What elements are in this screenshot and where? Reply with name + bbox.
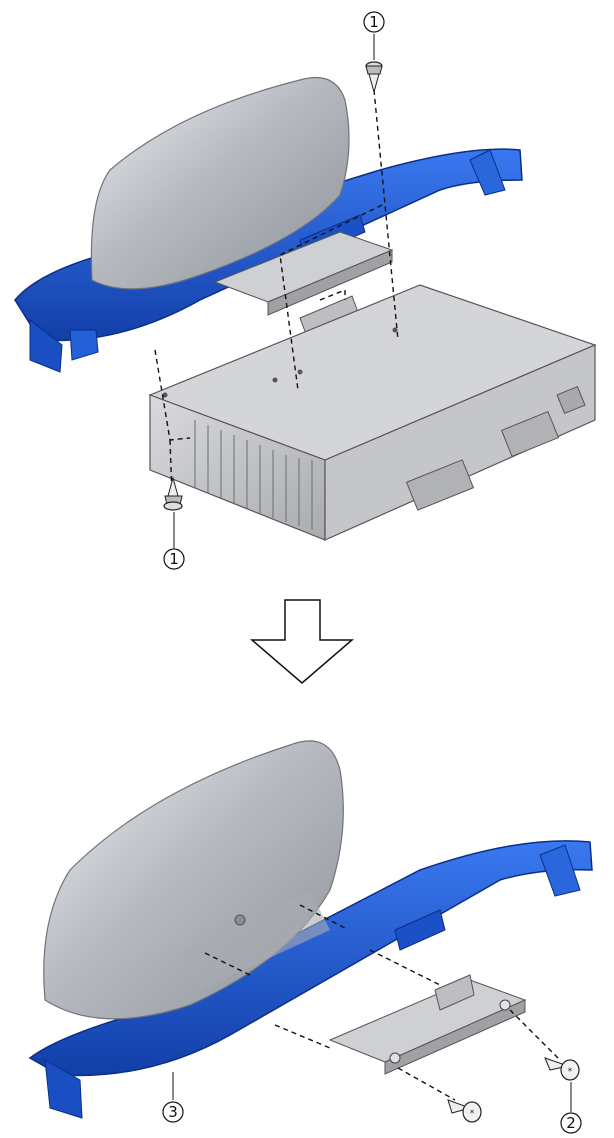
callout-1-top-label: 1	[369, 13, 379, 31]
callout-1-top	[363, 11, 385, 33]
screw-icon: *	[544, 1057, 580, 1081]
callout-2	[560, 1112, 582, 1134]
callout-3	[162, 1101, 184, 1123]
down-arrow-icon	[249, 599, 355, 684]
head-unit	[148, 284, 597, 541]
callout-1-bottom	[163, 548, 185, 570]
blue-bracket-bottom	[28, 840, 593, 1119]
display-housing-top	[90, 76, 350, 290]
callout-3-label: 3	[168, 1103, 178, 1121]
screw-icon: *	[447, 1099, 482, 1123]
top-assembly: 1 1	[14, 11, 597, 570]
svg-text:*: *	[470, 1109, 475, 1119]
push-clip-icon	[163, 476, 183, 511]
guide-lines-bottom	[204, 904, 561, 1101]
callout-1-bottom-label: 1	[169, 550, 179, 568]
svg-text:*: *	[568, 1067, 573, 1077]
bottom-assembly: * * 2 3	[28, 740, 593, 1134]
push-clip-icon	[365, 61, 383, 94]
callout-2-label: 2	[566, 1114, 576, 1132]
